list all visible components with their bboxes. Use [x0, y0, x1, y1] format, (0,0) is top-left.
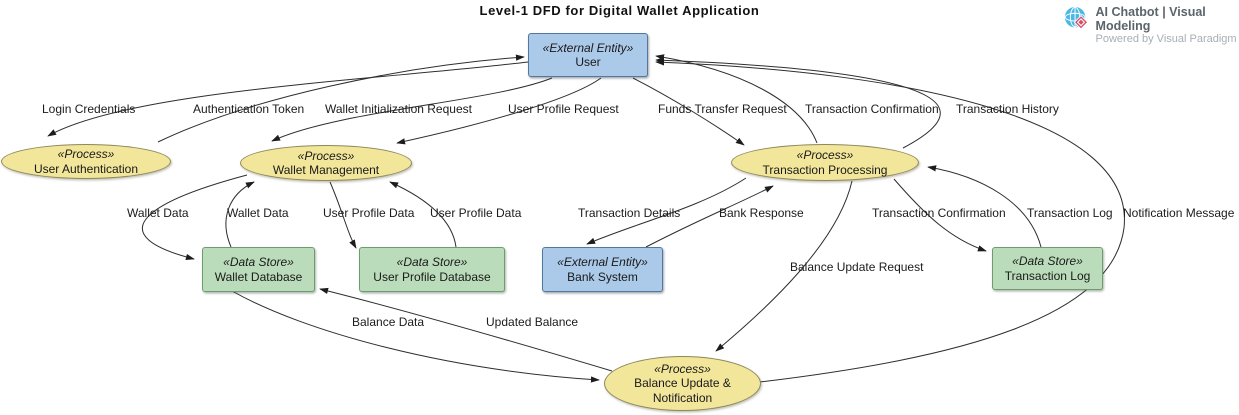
flow-label-bank-response[interactable]: Bank Response: [719, 206, 804, 220]
flow-label-wallet-initialization-request[interactable]: Wallet Initialization Request: [325, 102, 472, 116]
node-user[interactable]: «External Entity» User: [528, 33, 648, 77]
flow-label-transaction-log[interactable]: Transaction Log: [1027, 206, 1113, 220]
flow-label-transaction-history[interactable]: Transaction History: [956, 102, 1059, 116]
node-wallet-database[interactable]: «Data Store» Wallet Database: [202, 247, 315, 292]
flow-label-funds-transfer-request[interactable]: Funds Transfer Request: [658, 102, 787, 116]
node-transaction-log-stereotype: «Data Store»: [1012, 254, 1083, 269]
node-user-name: User: [575, 55, 601, 69]
node-transaction-processing[interactable]: «Process» Transaction Processing: [731, 144, 919, 181]
branding-product-label: AI Chatbot | Visual Modeling: [1095, 5, 1206, 33]
edge-transaction-confirmation-to-user[interactable]: [655, 54, 818, 144]
node-transaction-log-name: Transaction Log: [1004, 268, 1091, 283]
node-bank-system-name: Bank System: [567, 269, 638, 284]
edge-transaction-details[interactable]: [586, 177, 747, 245]
edge-user-profile-data-read[interactable]: [389, 181, 457, 248]
edge-bank-response[interactable]: [645, 185, 774, 248]
flow-label-notification-message[interactable]: Notification Message: [1123, 206, 1235, 220]
node-user-profile-database-stereotype: «Data Store»: [396, 255, 468, 270]
edge-login-credentials[interactable]: [47, 61, 529, 137]
edge-transaction-log-flow[interactable]: [927, 165, 1042, 248]
node-balance-update-notification[interactable]: «Process» Balance Update & Notification: [604, 356, 761, 411]
node-balance-update-notification-stereotype: «Process»: [654, 361, 711, 376]
node-user-stereotype: «External Entity»: [542, 40, 634, 55]
flow-label-transaction-confirmation-to-user[interactable]: Transaction Confirmation: [805, 102, 939, 116]
flow-label-transaction-confirmation-to-log[interactable]: Transaction Confirmation: [872, 206, 1006, 220]
flow-label-user-profile-request[interactable]: User Profile Request: [508, 102, 619, 116]
node-transaction-processing-name: Transaction Processing: [762, 162, 888, 177]
edge-user-profile-data-write[interactable]: [329, 181, 357, 249]
diagram-title: Level-1 DFD for Digital Wallet Applicati…: [479, 3, 760, 18]
node-user-authentication-name: User Authentication: [33, 161, 139, 176]
flow-label-updated-balance[interactable]: Updated Balance: [486, 315, 579, 329]
flow-label-user-profile-data-read[interactable]: User Profile Data: [430, 206, 522, 220]
flow-label-wallet-data-write[interactable]: Wallet Data: [127, 206, 189, 220]
node-user-authentication[interactable]: «Process» User Authentication: [1, 144, 171, 179]
visual-paradigm-icon: [1064, 6, 1089, 30]
node-balance-update-notification-name: Balance Update & Notification: [634, 376, 731, 405]
node-wallet-database-stereotype: «Data Store»: [223, 255, 294, 270]
flow-label-balance-data[interactable]: Balance Data: [352, 315, 425, 329]
node-bank-system[interactable]: «External Entity» Bank System: [542, 247, 663, 292]
edge-balance-update-request[interactable]: [715, 180, 853, 352]
node-user-authentication-stereotype: «Process»: [57, 147, 115, 162]
edge-notification-message[interactable]: [655, 59, 1125, 383]
edge-balance-data[interactable]: [231, 290, 600, 383]
branding[interactable]: AI Chatbot | Visual Modeling Powered by …: [1064, 3, 1239, 46]
edge-updated-balance[interactable]: [319, 287, 613, 372]
node-wallet-management-name: Wallet Management: [272, 163, 380, 177]
edge-funds-transfer-request[interactable]: [632, 77, 745, 146]
flow-label-wallet-data-read[interactable]: Wallet Data: [227, 206, 289, 220]
flow-label-login-credentials[interactable]: Login Credentials: [42, 102, 136, 116]
edge-wallet-data-write[interactable]: [141, 174, 248, 261]
flow-label-balance-update-request[interactable]: Balance Update Request: [790, 260, 924, 274]
node-wallet-database-name: Wallet Database: [214, 269, 303, 284]
edge-transaction-confirmation-to-log[interactable]: [893, 178, 987, 252]
edge-wallet-initialization-request[interactable]: [271, 77, 553, 142]
node-transaction-processing-stereotype: «Process»: [796, 148, 854, 163]
flow-label-transaction-details[interactable]: Transaction Details: [578, 206, 681, 220]
node-bank-system-stereotype: «External Entity»: [557, 255, 648, 270]
edge-transaction-history[interactable]: [655, 57, 941, 149]
node-transaction-log[interactable]: «Data Store» Transaction Log: [992, 247, 1103, 290]
node-user-profile-database-name: User Profile Database: [373, 269, 491, 284]
branding-powered-by-label: Powered by Visual Paradigm: [1095, 33, 1237, 45]
flow-label-user-profile-data-write[interactable]: User Profile Data: [323, 206, 415, 220]
node-wallet-management[interactable]: «Process» Wallet Management: [240, 145, 412, 181]
edge-wallet-data-read[interactable]: [225, 181, 255, 248]
node-user-profile-database[interactable]: «Data Store» User Profile Database: [359, 247, 505, 292]
flow-label-authentication-token[interactable]: Authentication Token: [193, 102, 305, 116]
node-wallet-management-stereotype: «Process»: [297, 148, 355, 163]
edge-user-profile-request[interactable]: [396, 77, 602, 145]
edge-authentication-token[interactable]: [157, 54, 525, 143]
